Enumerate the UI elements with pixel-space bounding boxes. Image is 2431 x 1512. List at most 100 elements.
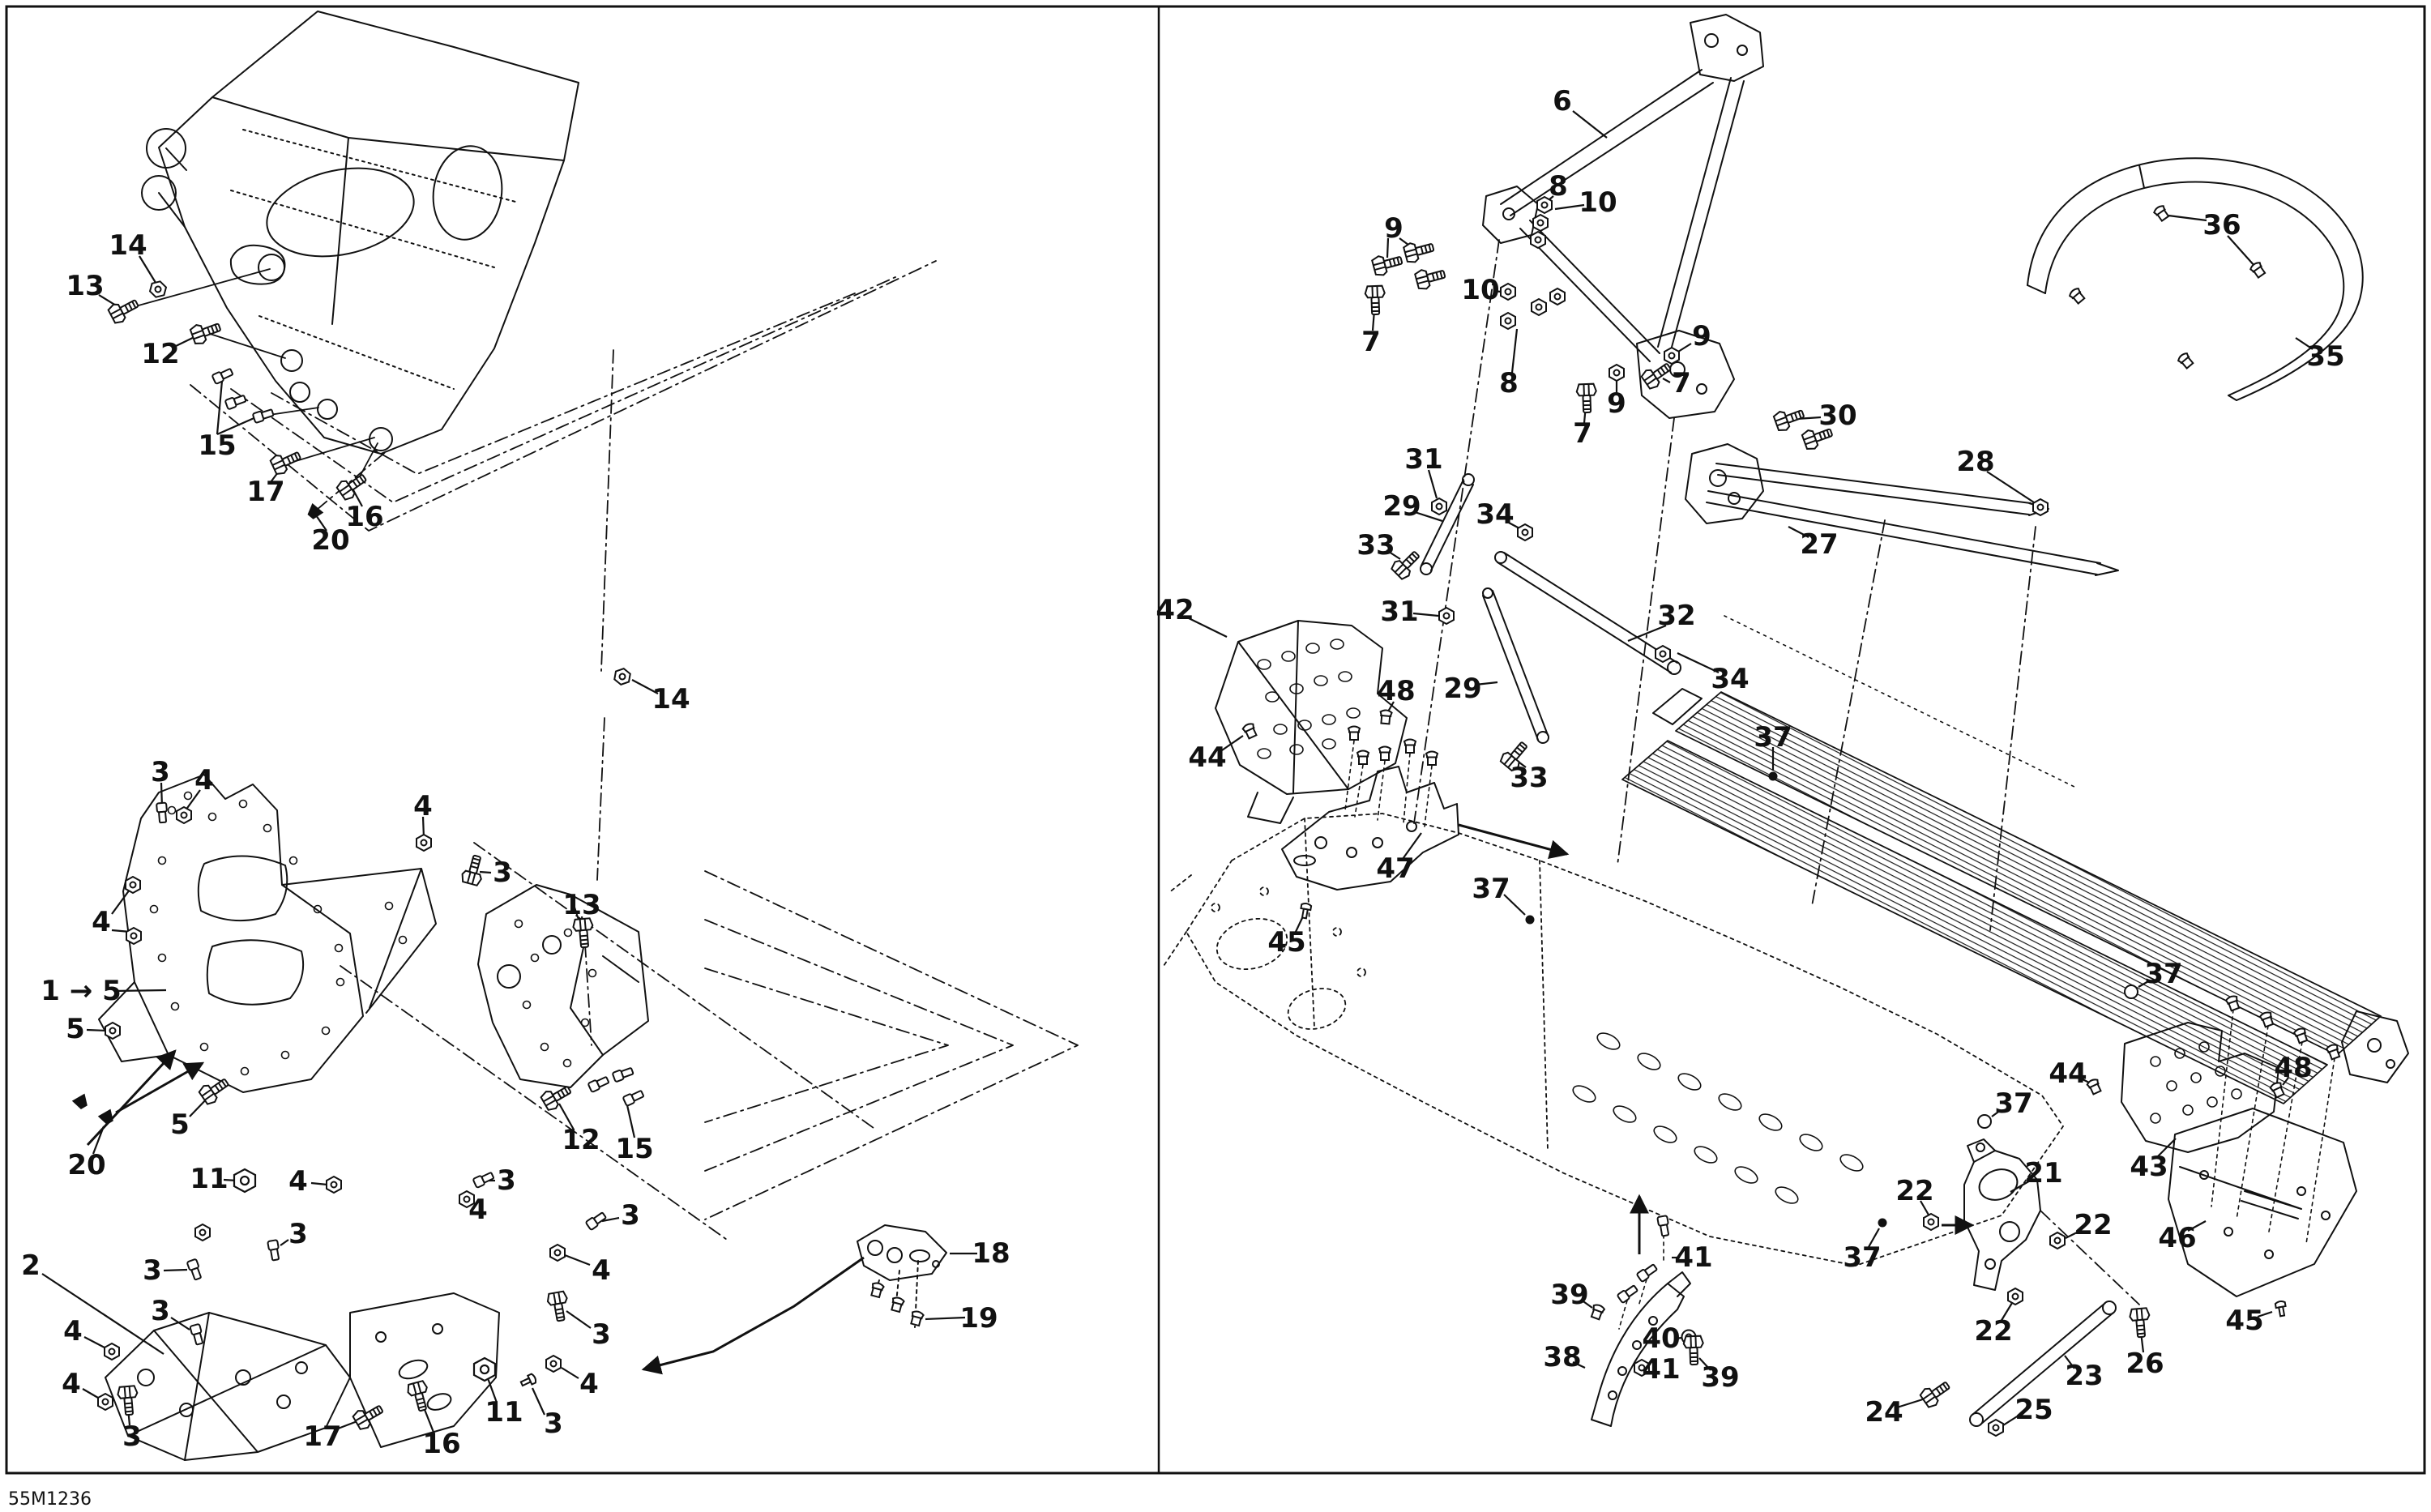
lower-arm-module-sketch [105, 1292, 500, 1461]
nut-icon [2049, 1232, 2066, 1249]
part-label-28: 28 [1956, 446, 1994, 478]
part-label-22: 22 [1895, 1175, 1933, 1207]
part-label-41: 41 [1674, 1241, 1712, 1274]
leader-line [486, 1377, 498, 1403]
bolt-icon [268, 446, 305, 477]
screw-icon [2274, 1300, 2288, 1318]
leader-line [601, 1216, 620, 1223]
leader-line [925, 1316, 966, 1321]
part-label-10: 10 [1579, 186, 1617, 219]
part-label-33: 33 [1356, 529, 1395, 562]
leader-line [1788, 526, 1809, 538]
part-label-43: 43 [2130, 1151, 2168, 1183]
nut-icon [1431, 498, 1447, 515]
rear-bumper-35-sketch [2027, 157, 2364, 401]
part-label-48: 48 [1377, 675, 1415, 707]
part-label-11: 11 [485, 1396, 523, 1429]
leader-line [41, 1273, 164, 1355]
leader-line [566, 1310, 592, 1329]
part-label-31: 31 [1404, 443, 1442, 476]
part-label-4: 4 [468, 1194, 488, 1226]
part-label-37: 37 [1472, 873, 1510, 905]
leader-line [2064, 1355, 2075, 1369]
shock-tower-sketch [477, 884, 649, 1088]
part-label-37: 37 [1994, 1087, 2032, 1120]
bracket-43-sketch [2121, 1022, 2279, 1153]
leader-line [2187, 1220, 2207, 1232]
bolt-icon [1771, 404, 1807, 434]
part-label-3: 3 [592, 1318, 611, 1351]
leader-line [1673, 1336, 1683, 1340]
stud-icon [1616, 1283, 1640, 1305]
leader-line [216, 415, 258, 436]
leader-lines-layer [41, 110, 2314, 1435]
stud-icon [211, 366, 235, 386]
part-label-25: 25 [2014, 1394, 2053, 1426]
leader-line [83, 1336, 105, 1348]
part-label-4: 4 [62, 1368, 81, 1400]
part-label-3: 3 [621, 1199, 640, 1232]
leader-line [1294, 917, 1303, 934]
part-label-8: 8 [1549, 170, 1568, 203]
rivet-icon [2085, 1077, 2104, 1096]
leader-line [86, 1028, 109, 1032]
leader-line [2079, 1077, 2090, 1083]
leader-line [1920, 1200, 1930, 1217]
rivet-icon [1589, 1302, 1606, 1321]
part-label-44: 44 [2049, 1057, 2087, 1090]
leader-line [310, 1181, 328, 1186]
leader-line [139, 255, 158, 286]
stud-icon [156, 801, 169, 824]
front-frame-module-sketch [129, 11, 579, 510]
part-label-9: 9 [1692, 320, 1711, 352]
part-label-3: 3 [151, 1295, 170, 1327]
bolt-icon [1918, 1376, 1955, 1411]
rivet-icon [1425, 750, 1438, 766]
stud-icon [189, 1322, 206, 1347]
a-frame-sketch [1482, 14, 1764, 419]
part-label-14: 14 [652, 683, 690, 715]
part-label-4: 4 [92, 906, 111, 938]
bolt-icon [2128, 1307, 2152, 1339]
leader-line [561, 1367, 579, 1379]
part-label-13: 13 [66, 270, 104, 302]
part-label-35: 35 [2306, 340, 2344, 373]
part-label-17: 17 [246, 476, 284, 508]
leader-line [1991, 1109, 2002, 1117]
bolt-icon [188, 317, 224, 347]
leader-line [531, 1387, 546, 1416]
rivet-icon [1356, 750, 1369, 765]
odot-icon [1977, 1114, 1992, 1129]
leader-line [1627, 624, 1667, 643]
bolt-icon [459, 852, 488, 887]
part-label-13: 13 [562, 889, 600, 921]
leader-line [1510, 328, 1519, 374]
part-label-27: 27 [1800, 528, 1838, 561]
part-label-39: 39 [1550, 1279, 1588, 1311]
nut-icon [1923, 1213, 1939, 1231]
bolt-icon [335, 468, 371, 503]
leader-line [1475, 681, 1498, 686]
part-label-34: 34 [1711, 663, 1749, 695]
knuckle-bracket-21-sketch [1963, 1138, 2041, 1291]
part-label-9: 9 [1607, 387, 1626, 420]
part-label-12: 12 [141, 338, 179, 370]
part-label-10: 10 [1461, 274, 1499, 306]
part-label-41: 41 [1642, 1353, 1680, 1386]
part-label-4: 4 [63, 1315, 83, 1348]
nut-icon [147, 279, 169, 300]
part-label-47: 47 [1376, 852, 1414, 885]
part-label-3: 3 [143, 1254, 162, 1287]
rivet-icon [1241, 721, 1259, 741]
stud-icon [611, 1065, 635, 1083]
leader-line [1493, 289, 1502, 293]
part-label-22: 22 [2074, 1209, 2112, 1241]
bolt-icon [1364, 284, 1386, 316]
stud-icon [622, 1088, 646, 1108]
part-label-37: 37 [1843, 1241, 1881, 1274]
leader-line [1580, 1299, 1593, 1309]
part-label-14: 14 [109, 229, 147, 262]
part-label-7: 7 [1573, 417, 1592, 450]
part-label-46: 46 [2158, 1222, 2196, 1254]
